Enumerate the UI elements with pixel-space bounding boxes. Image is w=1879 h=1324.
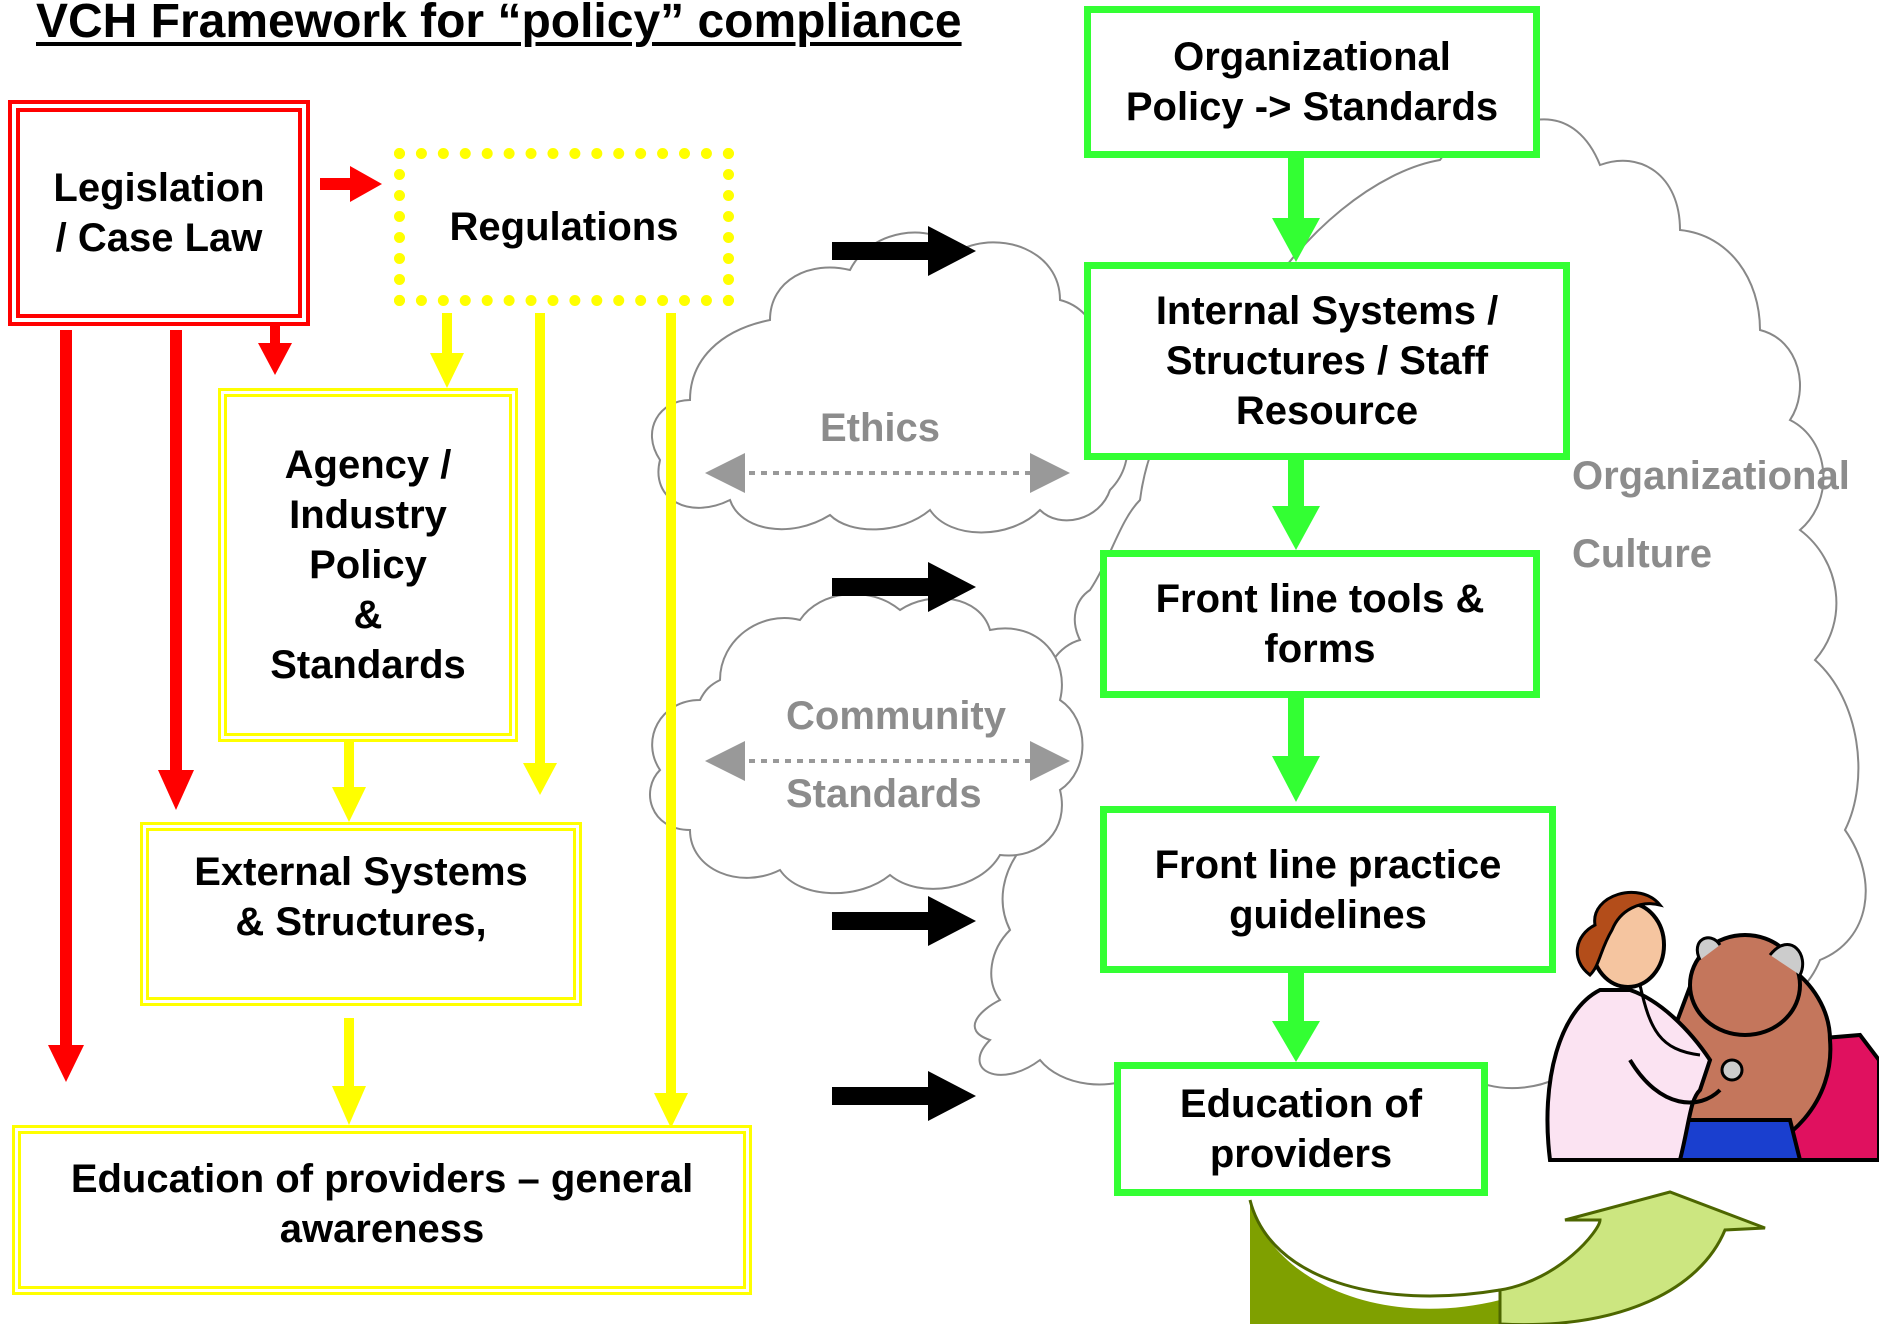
black-arrows — [832, 226, 976, 1121]
external-systems-line-1: External Systems — [194, 850, 528, 894]
front-line-guidelines-line-1: Front line practice — [1154, 842, 1502, 887]
front-line-tools-box: Front line tools & forms — [1100, 550, 1540, 698]
agency-policy-box: Agency / Industry Policy & Standards — [218, 388, 518, 742]
legislation-label-line-1: Legislation — [53, 166, 265, 210]
org-policy-line-1: Organizational — [1173, 35, 1451, 79]
front-line-guidelines-box: Front line practice guidelines — [1100, 806, 1556, 973]
agency-policy-line-2: Industry — [289, 493, 447, 537]
regulations-label: Regulations — [449, 205, 679, 249]
internal-systems-line-1: Internal Systems / — [1155, 289, 1499, 333]
external-systems-box: External Systems & Structures, — [140, 822, 582, 1006]
legislation-label-line-2: / Case Law — [55, 216, 263, 260]
community-cloud — [649, 593, 1084, 895]
regulations-box: Regulations — [394, 148, 734, 306]
education-general-box: Education of providers – general awarene… — [12, 1125, 752, 1295]
education-providers-box: Education of providers — [1114, 1062, 1488, 1196]
org-policy-box: Organizational Policy -> Standards — [1084, 6, 1540, 158]
doctor-patient-icon — [1545, 890, 1879, 1162]
front-line-guidelines-line-2: guidelines — [1229, 892, 1427, 937]
education-providers-line-1: Education of — [1179, 1082, 1423, 1126]
front-line-tools-line-2: forms — [1264, 627, 1376, 671]
curved-arrow-icon — [1248, 1190, 1766, 1324]
org-policy-line-2: Policy -> Standards — [1125, 85, 1499, 129]
internal-systems-line-2: Structures / Staff — [1165, 339, 1489, 383]
community-label-line-1: Community — [786, 694, 1006, 738]
external-systems-line-2: & Structures, — [235, 900, 487, 944]
education-providers-line-2: providers — [1209, 1132, 1393, 1176]
green-arrows — [1272, 158, 1320, 1062]
yellow-arrows — [332, 313, 688, 1128]
ethics-label: Ethics — [820, 406, 941, 450]
internal-systems-line-3: Resource — [1235, 389, 1419, 433]
page-title: VCH Framework for “policy” compliance — [36, 0, 962, 48]
education-general-line-1: Education of providers – general — [70, 1157, 694, 1201]
legislation-box: Legislation / Case Law — [8, 100, 310, 326]
front-line-tools-line-1: Front line tools & — [1155, 577, 1485, 621]
red-arrows — [48, 166, 382, 1082]
community-label-line-2: Standards — [786, 772, 982, 816]
agency-policy-line-4: & — [353, 593, 383, 637]
agency-policy-line-3: Policy — [309, 543, 427, 587]
agency-policy-line-1: Agency / — [284, 443, 452, 487]
org-culture-label-line-2: Culture — [1572, 532, 1712, 576]
education-general-line-2: awareness — [279, 1207, 485, 1251]
org-culture-label-line-1: Organizational — [1572, 454, 1850, 498]
internal-systems-box: Internal Systems / Structures / Staff Re… — [1084, 262, 1570, 460]
agency-policy-line-5: Standards — [270, 643, 466, 687]
